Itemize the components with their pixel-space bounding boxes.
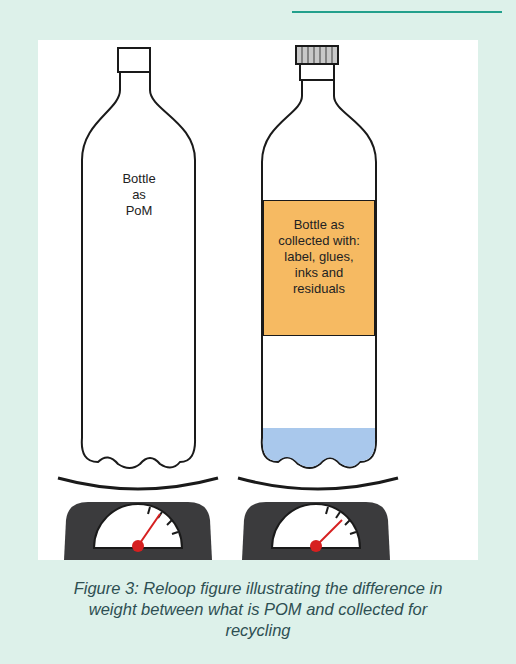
residual-liquid xyxy=(263,428,375,467)
node-text: Bottle as PoM xyxy=(122,171,155,219)
accent-line xyxy=(292,11,502,13)
scale-plate xyxy=(238,478,398,489)
bottle-text-area: Bottle as PoM xyxy=(90,160,188,230)
scale xyxy=(64,502,212,560)
bottle-collected xyxy=(262,46,376,468)
white-panel xyxy=(38,40,478,560)
bottle-pom xyxy=(82,48,195,468)
scale xyxy=(242,502,390,560)
caption: Figure 3: Reloop figure illustrating the… xyxy=(70,578,446,641)
scale-plate xyxy=(58,478,218,489)
node-text: Bottle as collected with: label, glues, … xyxy=(273,217,365,297)
label-box: Bottle as collected with: label, glues, … xyxy=(263,200,375,336)
